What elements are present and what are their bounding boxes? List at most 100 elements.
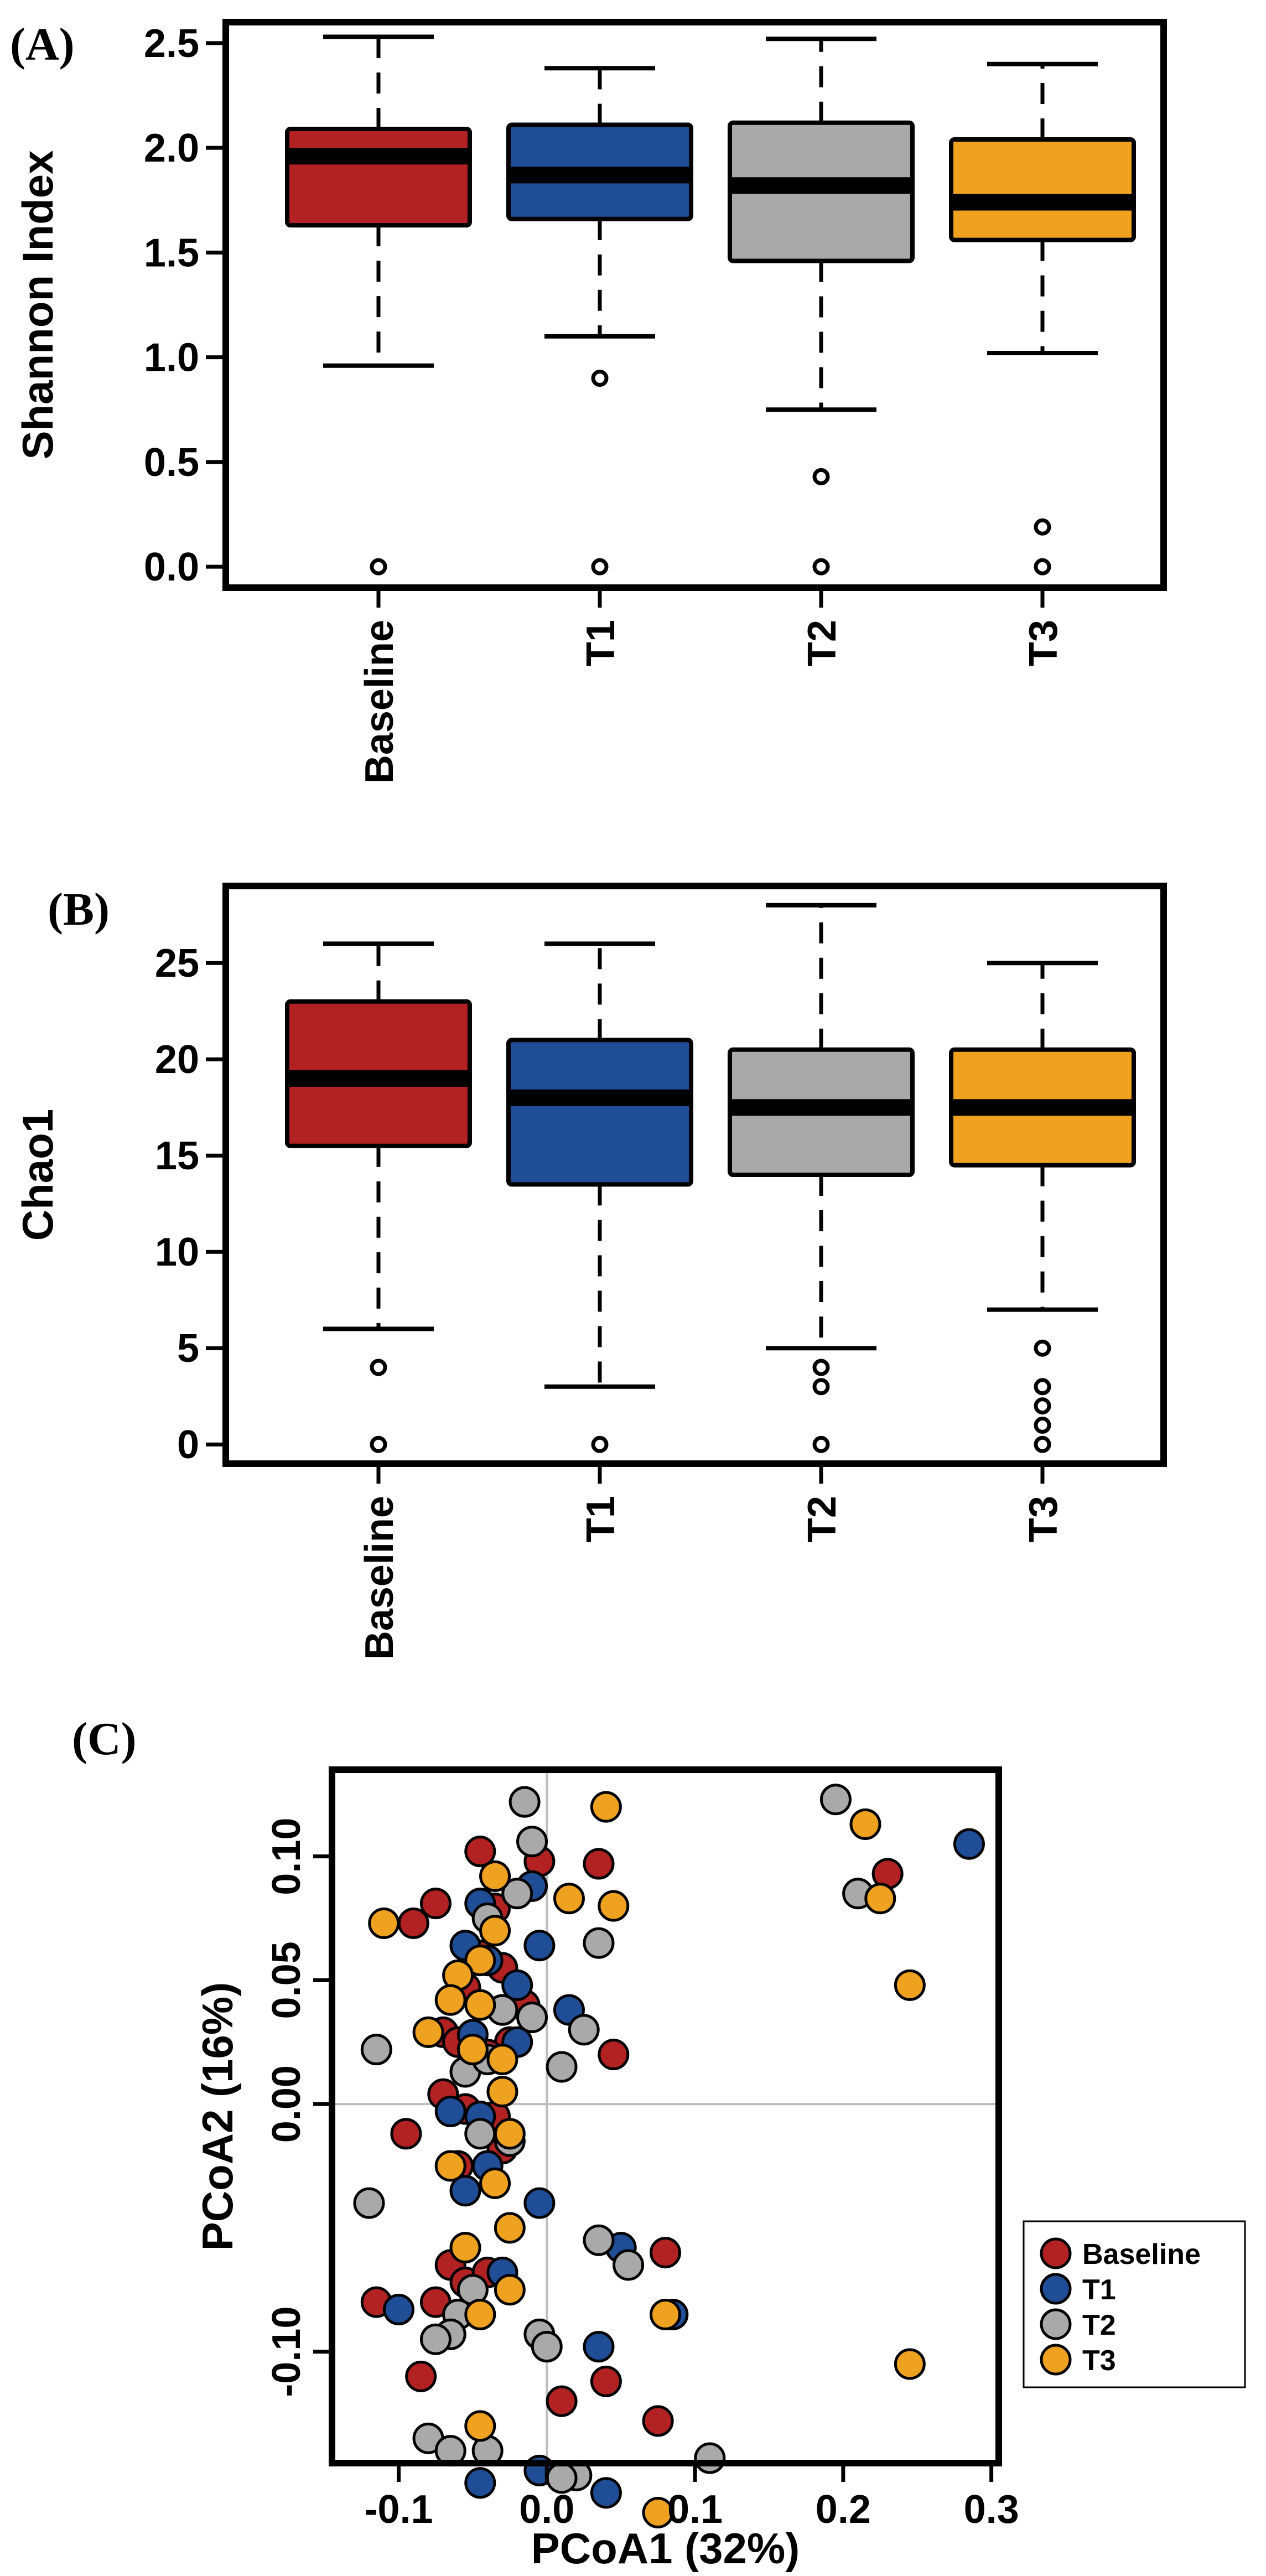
y-axis-title: Shannon Index [13, 150, 62, 459]
x-tick-label: T1 [579, 620, 623, 666]
x-tick-label: T2 [800, 620, 844, 666]
plot-frame [222, 19, 1167, 591]
legend-label: T3 [1082, 2345, 1116, 2377]
y-tick-label: 1.5 [144, 231, 199, 275]
point-t3 [494, 2212, 526, 2244]
outlier-point [591, 558, 609, 576]
point-t3 [456, 2034, 489, 2066]
x-tick-label: 0.0 [519, 2487, 574, 2532]
plot-frame [329, 1766, 1002, 2466]
legend-swatch-t1 [1040, 2273, 1072, 2305]
point-t3 [486, 2044, 518, 2076]
point-baseline [650, 2237, 681, 2269]
legend-swatch-t3 [1040, 2344, 1072, 2376]
y-tick-label: 20 [155, 1038, 199, 1082]
point-t3 [434, 1984, 466, 2016]
plot-frame [222, 883, 1167, 1467]
outlier-point [591, 369, 609, 387]
point-t2 [583, 1927, 615, 1959]
outlier-point [1034, 1339, 1051, 1357]
point-t3 [464, 1989, 496, 2021]
point-t1 [501, 1969, 533, 2001]
point-baseline [397, 1907, 429, 1939]
point-baseline [590, 2365, 622, 2397]
point-t3 [434, 2150, 466, 2182]
panel-label: (C) [72, 1713, 137, 1765]
point-t1 [523, 1930, 556, 1962]
y-tick-label: 2.0 [144, 126, 199, 170]
panel-label: (A) [10, 19, 75, 70]
point-t2 [546, 2051, 578, 2083]
x-tick-label: T3 [1021, 620, 1066, 666]
outlier-point [812, 1359, 830, 1376]
point-t3 [464, 2410, 496, 2442]
y-tick-label: 2.5 [144, 22, 199, 66]
outlier-point [370, 558, 387, 576]
point-t1 [383, 2294, 414, 2326]
point-t2 [516, 1826, 548, 1858]
outlier-point [1034, 558, 1051, 576]
box-t1 [506, 1038, 693, 1187]
point-t2 [419, 2323, 452, 2355]
point-t1 [953, 1828, 985, 1860]
outlier-point [1034, 1416, 1051, 1434]
legend-label: T1 [1082, 2274, 1116, 2306]
x-tick-label: Baseline [357, 1496, 402, 1660]
y-tick-label: 25 [155, 941, 199, 986]
point-t3 [849, 1808, 881, 1840]
point-t3 [642, 2497, 674, 2528]
point-t1 [583, 2331, 615, 2363]
point-t3 [598, 1890, 630, 1922]
outlier-point [1034, 1378, 1051, 1396]
legend-swatch-t2 [1040, 2308, 1072, 2340]
point-t2 [613, 2249, 645, 2281]
y-tick-label: 0.5 [144, 440, 199, 485]
point-t3 [449, 2232, 481, 2264]
point-t1 [590, 2477, 622, 2509]
box-baseline [285, 127, 472, 228]
y-axis-title: PCoA2 (16%) [193, 1982, 242, 2251]
point-t1 [464, 2467, 496, 2499]
point-t3 [486, 2076, 518, 2108]
x-tick-label: -0.1 [364, 2487, 433, 2532]
y-tick-label: 0.00 [264, 2065, 309, 2143]
outlier-point [812, 558, 830, 576]
point-baseline [642, 2405, 674, 2437]
y-tick-label: 0.0 [144, 545, 199, 589]
panel-a-shannon-boxplot: (A)Shannon Index0.00.51.01.52.02.5Baseli… [10, 19, 1167, 784]
point-t3 [368, 1907, 400, 1939]
x-tick-label: 0.1 [667, 2487, 723, 2532]
outlier-point [812, 1378, 830, 1396]
point-t2 [516, 2002, 548, 2033]
y-tick-label: -0.10 [264, 2307, 309, 2397]
y-tick-label: 10 [155, 1230, 199, 1274]
x-tick-label: 0.2 [816, 2487, 871, 2532]
outlier-point [370, 1435, 387, 1453]
outlier-point [1034, 1435, 1051, 1453]
y-tick-label: 0 [177, 1423, 199, 1467]
point-t3 [494, 2118, 526, 2150]
point-t3 [894, 1969, 926, 2001]
point-baseline [546, 2385, 578, 2417]
point-t3 [494, 2274, 526, 2306]
y-tick-label: 15 [155, 1134, 199, 1178]
outlier-point [812, 1435, 830, 1453]
point-t2 [501, 1878, 533, 1910]
point-baseline [464, 1836, 496, 1868]
x-tick-label: T2 [800, 1496, 844, 1542]
panel-label: (B) [48, 884, 110, 935]
point-t3 [412, 2016, 444, 2048]
point-baseline [419, 1888, 452, 1920]
point-t3 [479, 1915, 511, 1947]
outlier-point [591, 1435, 609, 1453]
point-baseline [598, 2039, 630, 2071]
point-t3 [464, 1945, 496, 1977]
point-t2 [353, 2187, 385, 2219]
point-t2 [568, 2014, 600, 2046]
point-t3 [479, 2167, 511, 2199]
outlier-point [1034, 518, 1051, 536]
y-tick-label: 1.0 [144, 336, 199, 380]
point-t2 [583, 2224, 615, 2256]
point-t3 [464, 2299, 496, 2330]
